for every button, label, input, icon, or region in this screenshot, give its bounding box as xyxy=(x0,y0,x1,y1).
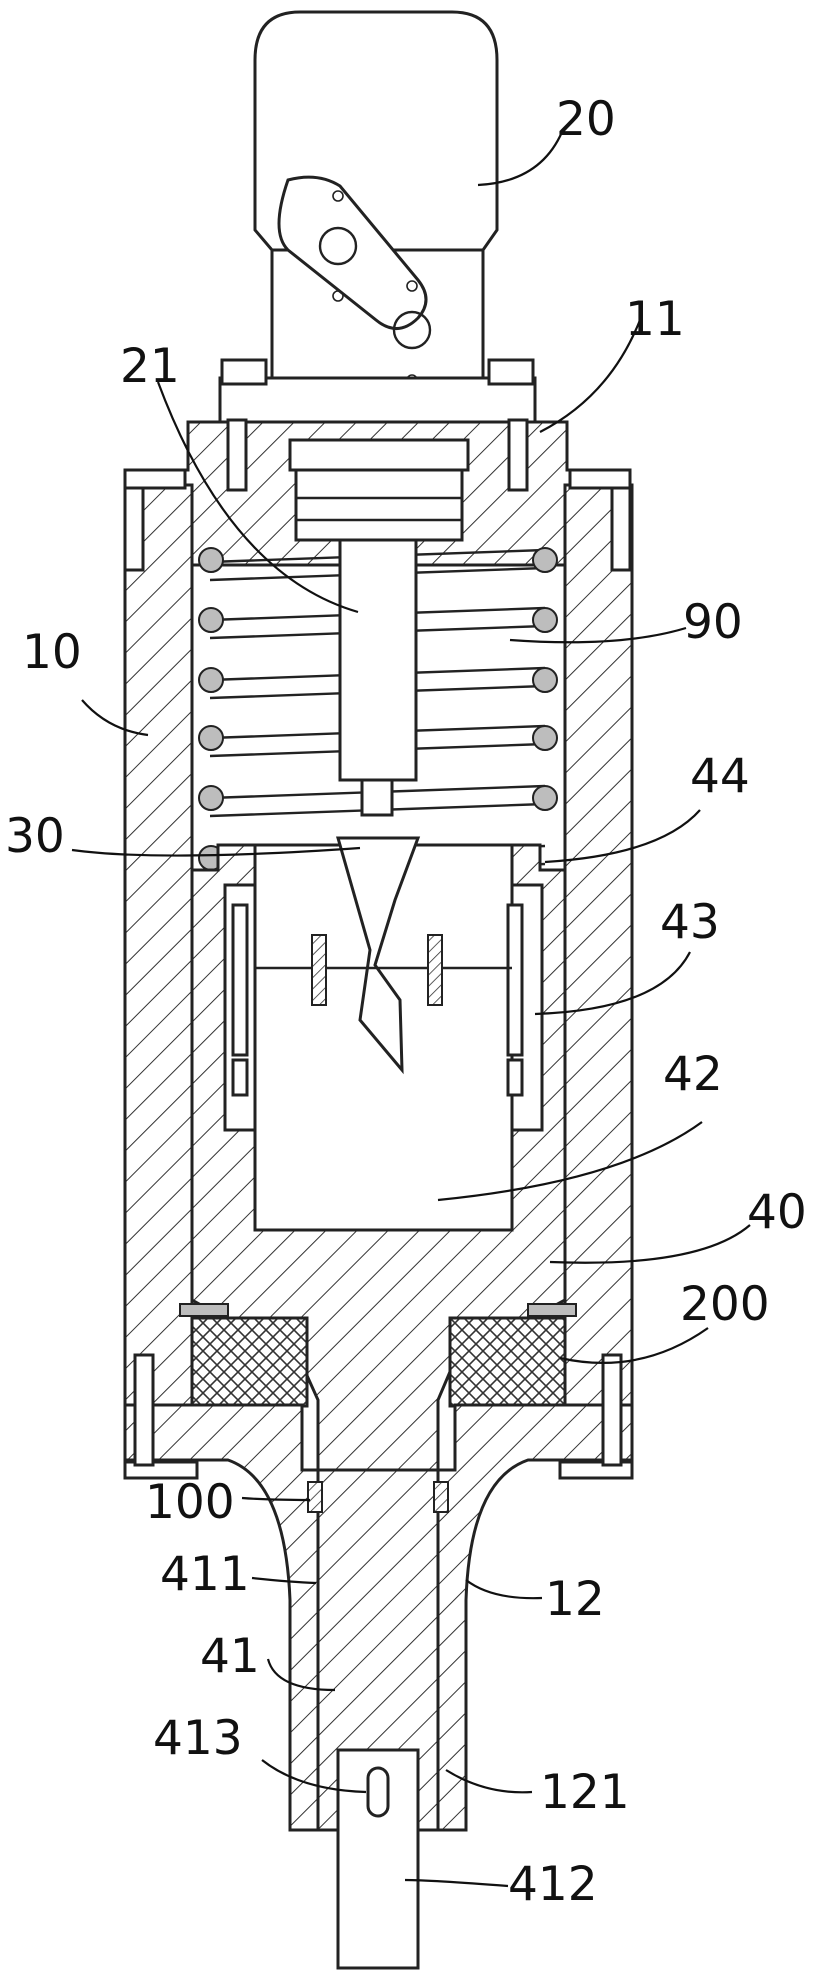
label-40: 40 xyxy=(747,1185,807,1240)
label-21: 21 xyxy=(120,339,180,394)
label-411: 411 xyxy=(160,1547,250,1602)
label-12: 12 xyxy=(545,1572,605,1627)
label-121: 121 xyxy=(540,1765,630,1820)
label-20: 20 xyxy=(556,92,616,147)
label-11: 11 xyxy=(625,292,685,347)
label-412: 412 xyxy=(508,1857,598,1912)
label-100: 100 xyxy=(145,1475,235,1530)
shaft-21 xyxy=(340,540,416,815)
motor-20 xyxy=(255,12,497,385)
label-30: 30 xyxy=(5,809,65,864)
label-10: 10 xyxy=(22,625,82,680)
label-413: 413 xyxy=(153,1711,243,1766)
label-42: 42 xyxy=(663,1047,723,1102)
label-200: 200 xyxy=(680,1277,770,1332)
label-90: 90 xyxy=(683,595,743,650)
label-44: 44 xyxy=(690,749,750,804)
label-43: 43 xyxy=(660,895,720,950)
label-41: 41 xyxy=(200,1629,260,1684)
